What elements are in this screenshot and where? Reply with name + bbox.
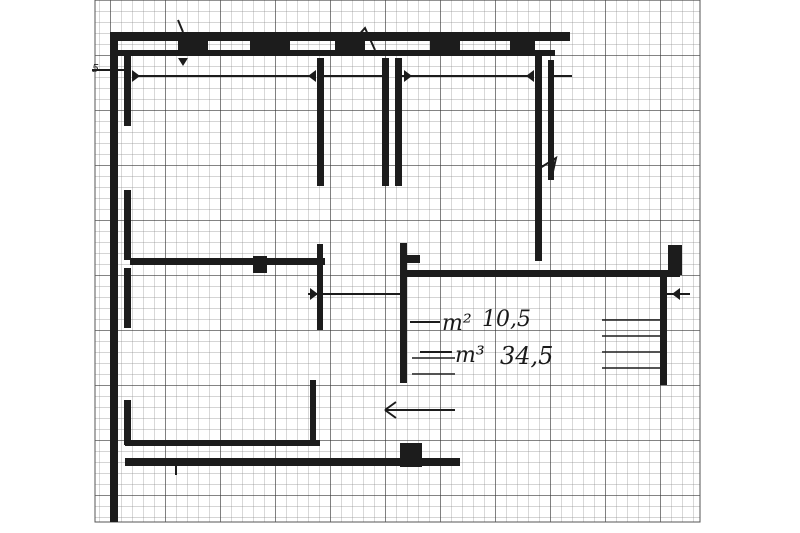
dimension-tick-icon [132,58,680,300]
room-mark [539,155,558,177]
volume-prefix: m³ [455,343,485,368]
door-swing-mark [344,26,376,51]
interior-walls [130,58,682,446]
area-prefix: m² [442,311,472,336]
dimension-lines [92,19,690,475]
edge-mark: 5 [92,62,99,75]
staircase [412,319,660,375]
left-arrow-icon [384,401,455,419]
volume-value: 34,5 [500,342,553,370]
area-value: 10,5 [482,307,531,332]
exterior-walls [110,32,570,522]
